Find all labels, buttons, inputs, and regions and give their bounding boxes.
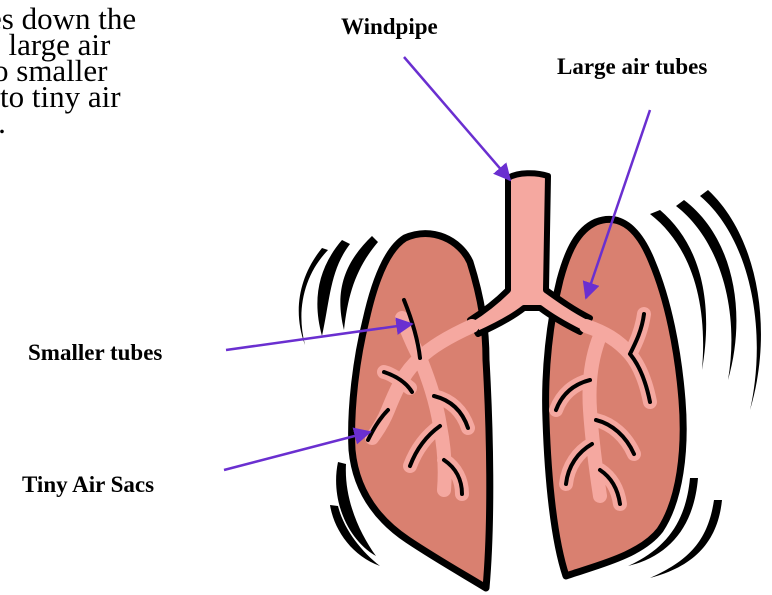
tiny-air-sacs-label: Tiny Air Sacs <box>22 472 154 498</box>
large-air-tubes-label: Large air tubes <box>557 54 707 80</box>
left-lung <box>352 234 490 588</box>
arrow-tiny-air-sacs <box>224 432 370 470</box>
windpipe-label: Windpipe <box>341 14 438 40</box>
arrow-windpipe <box>404 57 510 180</box>
smaller-tubes-label: Smaller tubes <box>28 340 162 366</box>
left-lung-shape <box>352 234 490 588</box>
